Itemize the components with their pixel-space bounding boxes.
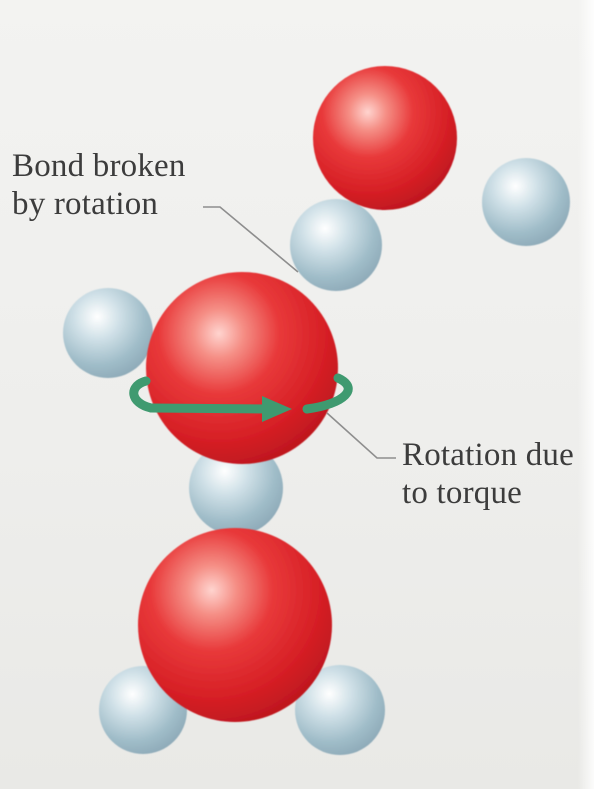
- water-molecule-top: [290, 66, 570, 291]
- hydrogen-atom: [63, 288, 153, 378]
- rotation-arrow-front: [151, 408, 270, 409]
- label-bond-broken: Bond broken by rotation: [12, 147, 186, 223]
- water-molecule-middle: [63, 272, 348, 535]
- label-rotation-due: Rotation due to torque: [402, 436, 574, 512]
- leader-line-rotation: [327, 413, 396, 458]
- label-bond-broken-line2: by rotation: [12, 185, 186, 223]
- label-bond-broken-line1: Bond broken: [12, 147, 186, 185]
- oxygen-atom: [138, 528, 332, 722]
- oxygen-atom: [313, 66, 457, 210]
- label-rotation-due-line1: Rotation due: [402, 436, 574, 474]
- water-molecule-bottom: [99, 528, 385, 755]
- label-rotation-due-line2: to torque: [402, 474, 574, 512]
- leader-line-bond: [203, 207, 298, 272]
- hydrogen-atom: [290, 199, 382, 291]
- hydrogen-atom: [482, 158, 570, 246]
- right-edge-fade: [578, 0, 594, 789]
- oxygen-atom: [146, 272, 338, 464]
